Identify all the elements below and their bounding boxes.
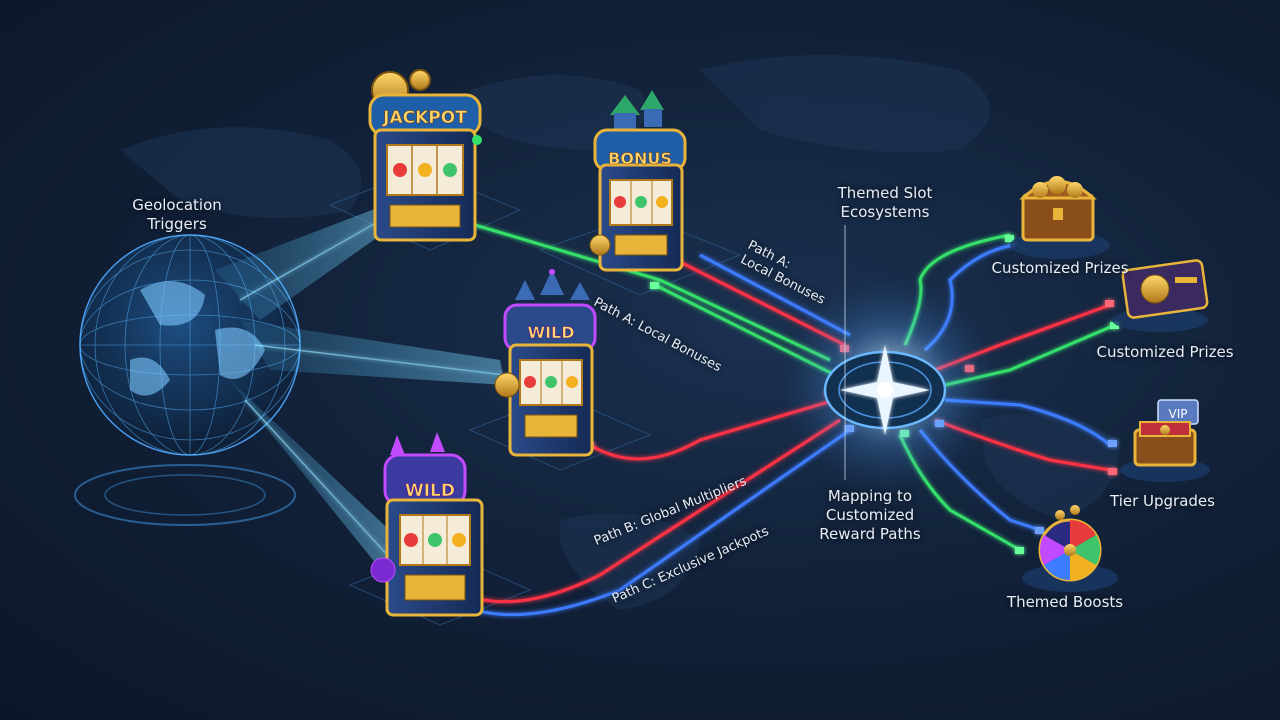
jackpot-sign: JACKPOT (382, 108, 467, 128)
prize-wheel-icon (1022, 505, 1118, 592)
wild-slot-machine-low (371, 432, 482, 615)
label-tier-upgrades: Tier Upgrades (1100, 492, 1225, 511)
label-mapping-reward-paths: Mapping to Customized Reward Paths (805, 487, 935, 543)
jackpot-slot-machine (370, 70, 482, 240)
vip-chest-icon (1120, 400, 1210, 482)
label-geolocation-triggers: Geolocation Triggers (112, 196, 242, 234)
label-themed-boosts: Themed Boosts (1000, 593, 1130, 612)
label-customized-prizes-2: Customized Prizes (1090, 343, 1240, 362)
compass-star-icon (780, 275, 1000, 495)
label-customized-prizes-1: Customized Prizes (985, 259, 1135, 278)
wild-sign-low: WILD (405, 481, 455, 501)
label-themed-slot-ecosystems: Themed Slot Ecosystems (815, 184, 955, 222)
vip-tag: VIP (1169, 407, 1188, 421)
wild-sign-middle: WILD (527, 323, 574, 342)
bonus-sign: BONUS (608, 149, 672, 168)
treasure-chest-icon (1010, 176, 1110, 259)
wild-slot-machine-middle (495, 269, 595, 455)
